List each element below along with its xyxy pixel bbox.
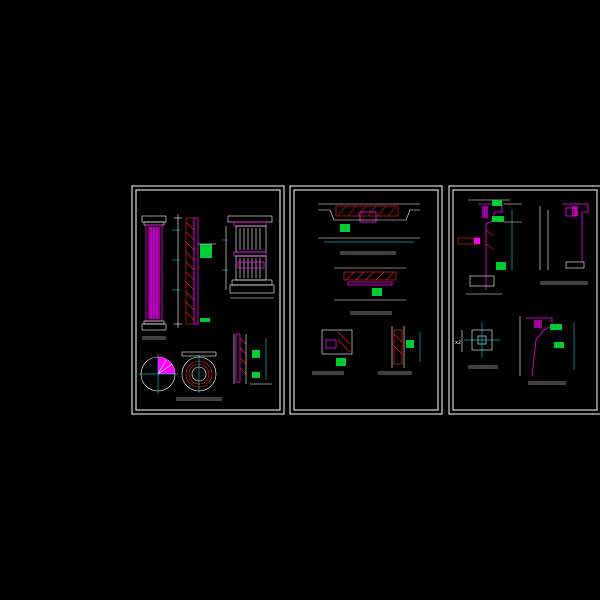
wall-detail-left — [312, 329, 353, 375]
small-section-detail — [233, 333, 272, 385]
drawing-sheet-2 — [289, 185, 443, 415]
sheet-2-outer-frame — [289, 185, 443, 415]
column-section — [172, 214, 216, 328]
drawing-sheet-3: x2 — [448, 185, 600, 415]
column-plan-quarter — [138, 354, 178, 394]
capital-detail — [222, 215, 275, 299]
sheet-1-inner-frame — [135, 189, 281, 411]
cornice-detail-bottom — [519, 316, 575, 385]
dim-label-x2: x2 — [455, 340, 461, 346]
column-plan-round — [176, 351, 222, 401]
wall-detail-right — [378, 326, 421, 375]
wall-cornice-right — [539, 203, 589, 285]
beam-section-top — [318, 203, 420, 255]
column-elevation — [141, 215, 167, 340]
drawing-sheet-1 — [131, 185, 285, 415]
sheet-3-inner-frame — [452, 189, 598, 411]
sheet-1-outer-frame — [131, 185, 285, 415]
beam-section-middle — [334, 267, 406, 315]
sheet-3-outer-frame — [448, 185, 600, 415]
sheet-2-inner-frame — [293, 189, 439, 411]
pier-plan-detail: x2 — [455, 322, 500, 369]
cornice-detail-top — [457, 199, 522, 295]
